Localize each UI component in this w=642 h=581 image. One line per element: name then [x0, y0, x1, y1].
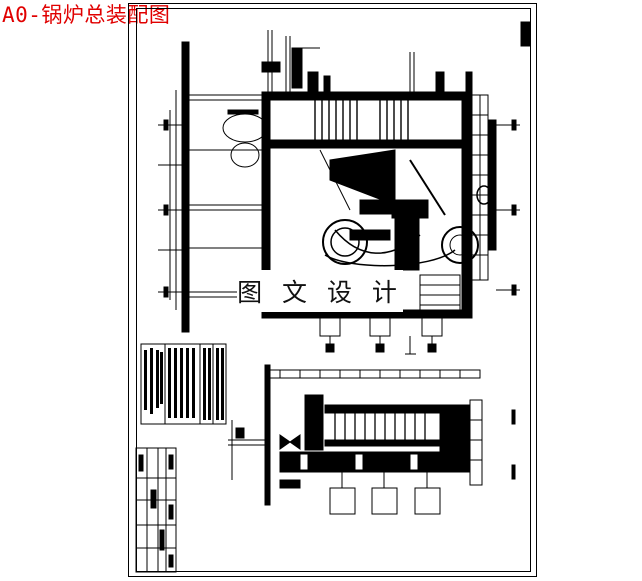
parts-notes-table	[140, 343, 227, 425]
drawing-frame	[136, 8, 531, 572]
section-view	[228, 364, 516, 515]
watermark-label: 图 文 设 计	[237, 270, 403, 312]
drawing-title: A0-锅炉总装配图	[2, 3, 171, 27]
title-block	[135, 447, 177, 573]
drawing-sheet-border	[128, 3, 537, 577]
main-elevation-view	[158, 30, 520, 355]
